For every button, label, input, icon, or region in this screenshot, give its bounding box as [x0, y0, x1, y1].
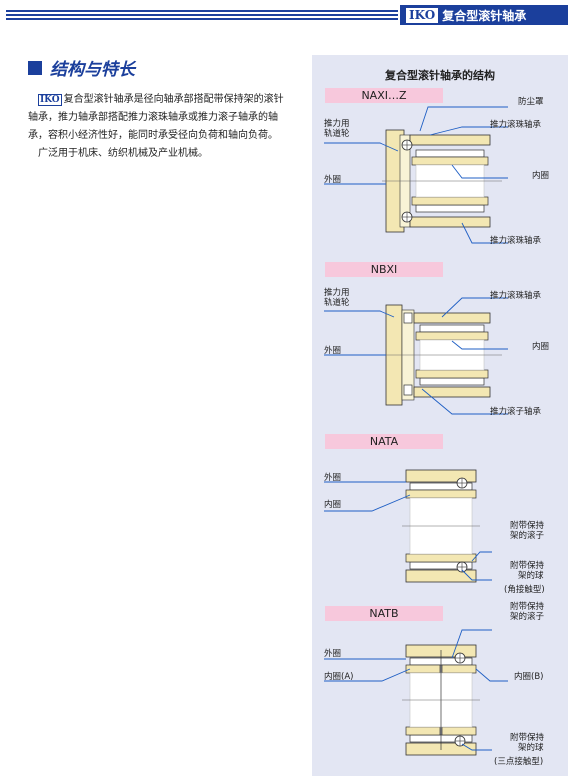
header-rule: [6, 10, 398, 20]
label-thrust-raceway-1: 推力用: [324, 119, 350, 129]
header-title: 复合型滚针轴承: [442, 8, 527, 23]
diagram-natb: [402, 644, 480, 756]
label-ball-note: (三点接触型): [494, 757, 544, 767]
label-thrust-raceway-2: 轨道轮: [324, 298, 350, 308]
diagram-nbxi: [382, 304, 502, 406]
label-inner-ring: 内圈: [532, 342, 550, 352]
type-label-nata: NATA: [325, 434, 443, 449]
structure-panel: 复合型滚针轴承的结构 NAXI…Z NBXI NATA NATB: [312, 55, 568, 776]
header-badge: IKO 复合型滚针轴承: [400, 5, 568, 25]
label-thrust-ball-bottom: 推力滚珠轴承: [490, 236, 542, 246]
panel-title: 复合型滚针轴承的结构: [385, 69, 495, 82]
description-paragraph-2: 广泛用于机床、纺织机械及产业机械。: [38, 148, 208, 159]
iko-logo: IKO: [406, 7, 439, 23]
label-caged-roller-2: 架的滚子: [510, 531, 545, 541]
label-outer-ring: 外圈: [324, 346, 342, 356]
label-inner-ring-a: 内圈(A): [324, 672, 354, 682]
label-caged-ball-2: 架的球: [518, 571, 544, 581]
section-title: 结构与特长: [28, 55, 135, 80]
label-thrust-raceway-1: 推力用: [324, 288, 350, 298]
label-outer-ring: 外圈: [324, 175, 342, 185]
label-thrust-ball-top: 推力滚珠轴承: [490, 120, 542, 130]
label-thrust-roller: 推力滚子轴承: [490, 407, 542, 417]
label-inner-ring: 内圈: [532, 171, 550, 181]
type-label-nbxi: NBXI: [325, 262, 443, 277]
diagram-naxi-z: [382, 129, 502, 233]
label-caged-roller-1: 附带保持: [510, 602, 545, 612]
label-caged-ball-1: 附带保持: [510, 561, 545, 571]
label-caged-roller-2: 架的滚子: [510, 612, 545, 622]
iko-inline-logo: IKO: [38, 94, 62, 106]
type-label-natb: NATB: [325, 606, 443, 621]
label-inner-ring: 内圈: [324, 500, 342, 510]
leader-lines: [324, 106, 508, 751]
label-outer-ring: 外圈: [324, 649, 342, 659]
label-caged-roller-1: 附带保持: [510, 521, 545, 531]
bearing-diagrams: [324, 106, 508, 756]
diagram-nata: [402, 469, 480, 583]
label-thrust-raceway-2: 轨道轮: [324, 129, 350, 139]
label-inner-ring-b: 内圈(B): [514, 672, 544, 682]
label-ball-note: (角接触型): [504, 585, 545, 595]
label-caged-ball-2: 架的球: [518, 743, 544, 753]
label-caged-ball-1: 附带保持: [510, 733, 545, 743]
label-dust-cover: 防尘罩: [518, 97, 544, 107]
type-label-naxi-z: NAXI…Z: [325, 88, 443, 103]
square-bullet-icon: [28, 60, 42, 75]
label-thrust-ball: 推力滚珠轴承: [490, 291, 542, 301]
label-outer-ring: 外圈: [324, 473, 342, 483]
